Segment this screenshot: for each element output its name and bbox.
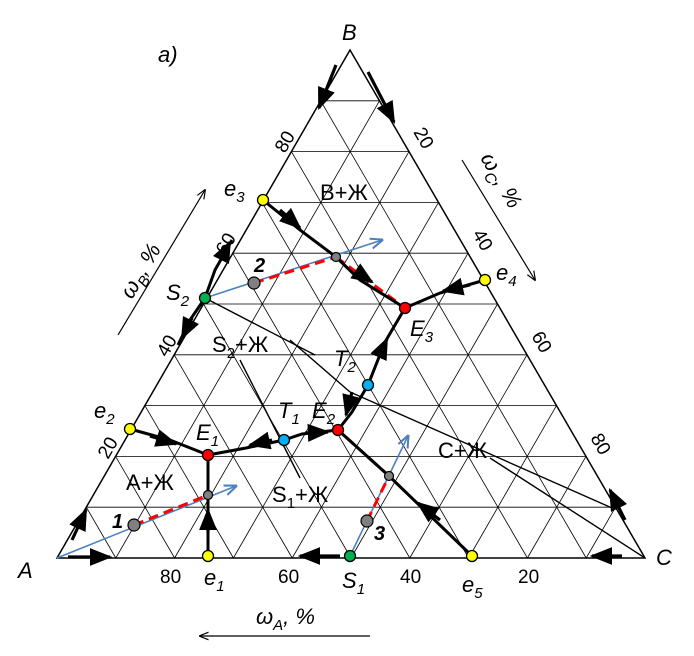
grid-line (350, 303, 498, 559)
tick-right-20: 20 (409, 124, 438, 153)
label-e4: e4 (496, 260, 517, 290)
field-label-s1-liquid: S1+Ж (272, 482, 329, 512)
tick-left-40: 40 (153, 332, 182, 361)
triangle-grid (85, 100, 616, 559)
vertex-label-A: A (16, 558, 33, 583)
point-e1 (201, 549, 215, 563)
label-T2: T2 (334, 346, 356, 376)
point-e3 (256, 193, 270, 207)
label-e5: e5 (462, 572, 483, 602)
path-3-turn-point (383, 470, 395, 482)
label-e3: e3 (224, 176, 245, 206)
point-S2 (198, 291, 212, 305)
grid-line (115, 100, 380, 559)
point-E1 (201, 448, 215, 462)
point-T1 (277, 433, 291, 447)
panel-label: a) (158, 42, 178, 67)
tick-right-40: 40 (468, 226, 497, 255)
tick-right-80: 80 (586, 430, 615, 459)
path-2-turn-point (330, 251, 342, 263)
tick-bottom-40: 40 (400, 567, 421, 588)
grid-line (527, 456, 587, 559)
tick-right-60: 60 (527, 328, 556, 357)
point-T2 (361, 378, 375, 392)
invariant-points (123, 193, 492, 563)
field-label-b-liquid: B+Ж (320, 180, 369, 205)
point-E3 (398, 301, 412, 315)
label-E3: E3 (410, 316, 434, 346)
axis-title-wC: ωC, % (471, 148, 527, 215)
vertex-label-C: C (656, 545, 672, 570)
path-1-turn-point (202, 489, 214, 501)
grid-line (585, 507, 616, 559)
gray-points (127, 251, 395, 532)
point-E2 (331, 423, 345, 437)
field-boundaries (204, 297, 646, 559)
label-E1: E1 (196, 420, 219, 450)
tie-lines (56, 240, 408, 559)
path-label-2: 2 (253, 255, 265, 277)
label-e2: e2 (94, 398, 115, 428)
field-label-s2-liquid: S2+Ж (212, 332, 269, 362)
grid-line (173, 354, 293, 559)
vertex-label-B: B (342, 20, 357, 45)
axis-title-wA: ωA, % (256, 604, 315, 634)
tick-left-80: 80 (271, 128, 300, 157)
tick-bottom-80: 80 (160, 567, 181, 588)
axis-arrows (117, 159, 535, 636)
label-S2: S2 (166, 280, 190, 310)
tick-left-60: 60 (212, 230, 241, 259)
path-2-point (247, 276, 261, 290)
path-label-1: 1 (112, 511, 123, 533)
path-label-3: 3 (374, 523, 385, 545)
grid-line (203, 303, 352, 559)
grid-line (320, 100, 587, 559)
grid-line (468, 405, 557, 559)
tick-left-20: 20 (94, 434, 123, 463)
label-E2: E2 (312, 398, 336, 428)
label-T1: T1 (278, 398, 300, 428)
label-S1: S1 (342, 568, 365, 598)
point-S1 (343, 549, 357, 563)
tick-bottom-60: 60 (278, 567, 299, 588)
grid-line (409, 354, 528, 559)
direction-arrows (68, 64, 628, 566)
path-1-point (127, 518, 141, 532)
point-e2 (123, 422, 137, 436)
path-3-point (360, 514, 374, 528)
field-label-a-liquid: A+Ж (126, 470, 175, 495)
grid-line (115, 456, 175, 559)
point-e5 (465, 549, 479, 563)
label-e1: e1 (204, 565, 225, 595)
field-label-c-liquid: C+Ж (438, 438, 488, 463)
tick-bottom-20: 20 (518, 567, 539, 588)
point-e4 (478, 273, 492, 287)
